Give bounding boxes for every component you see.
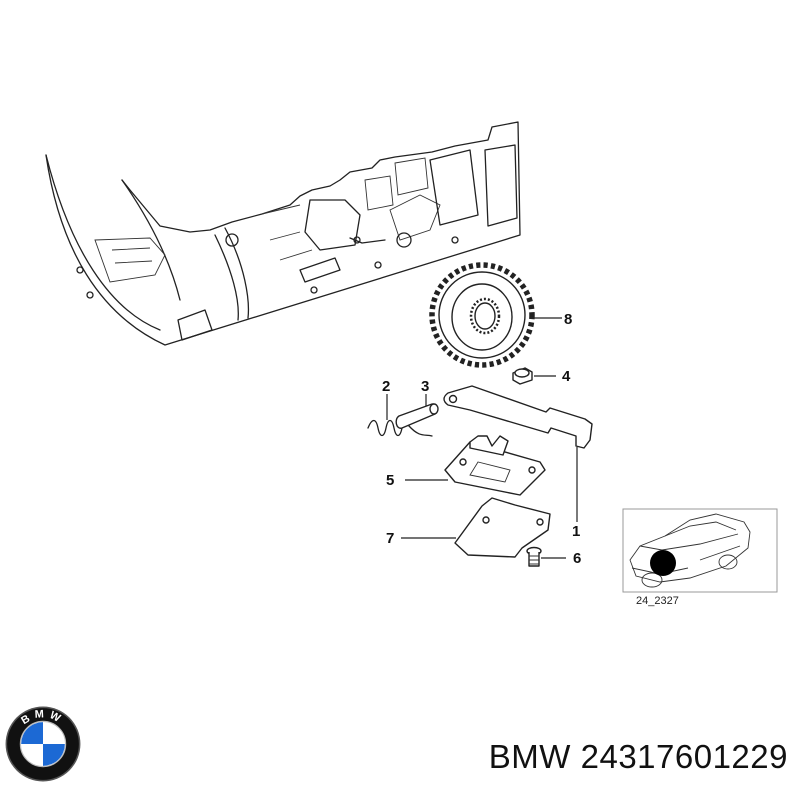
lever-part: [443, 385, 593, 449]
bmw-logo: BMW: [5, 706, 81, 782]
callout-2: 2: [382, 378, 390, 395]
part-caption: BMW 24317601229: [489, 738, 788, 776]
callouts: 1 2 3 4 5 6 7 8: [382, 311, 581, 567]
location-marker: [650, 550, 676, 576]
callout-7: 7: [386, 530, 394, 547]
inset-code: 24_2327: [636, 595, 679, 607]
cover-part: [454, 497, 551, 558]
callout-4: 4: [562, 368, 571, 385]
callout-8: 8: [564, 311, 572, 328]
pin-part: [395, 403, 439, 429]
plug-part: [512, 367, 533, 385]
screw-part: [526, 546, 542, 567]
location-inset: 24_2327: [622, 508, 778, 607]
bracket-part: [444, 435, 546, 496]
callout-6: 6: [573, 550, 581, 567]
leader-lines: [386, 317, 578, 559]
callout-5: 5: [386, 472, 394, 489]
caption-brand: BMW: [488, 738, 571, 775]
caption-part-number: 24317601229: [580, 738, 788, 775]
callout-1: 1: [572, 523, 580, 540]
callout-3: 3: [421, 378, 429, 395]
gear-part: [429, 262, 535, 368]
transmission-housing: [45, 121, 521, 346]
